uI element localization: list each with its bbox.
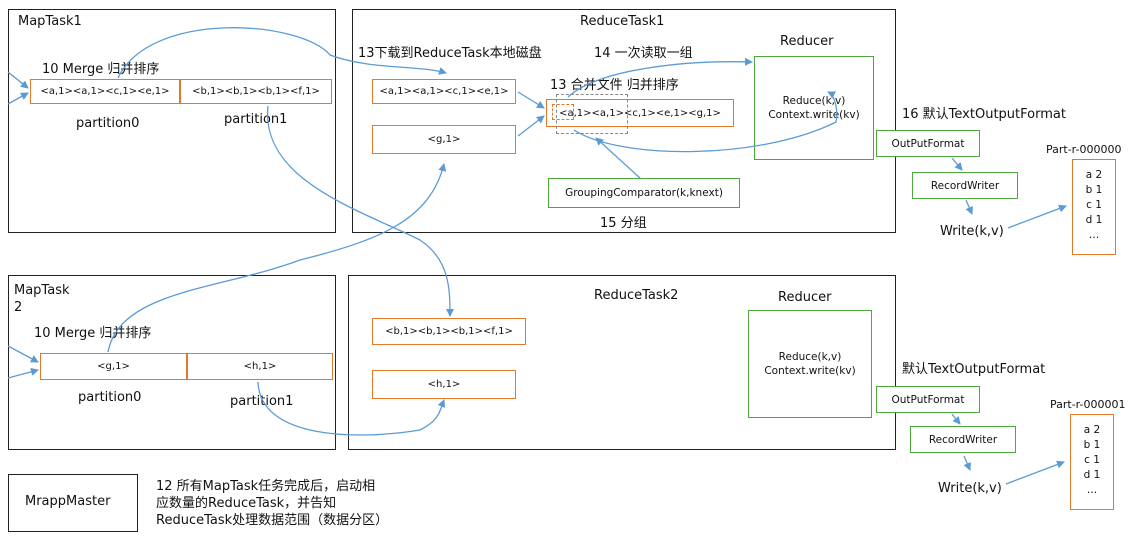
reduce-task1-download-label: 13下载到ReduceTask本地磁盘 <box>358 46 542 61</box>
map-task2-title: MapTask 2 <box>14 283 70 315</box>
map-task1-panel <box>8 9 336 233</box>
output1-file-line: c 1 <box>1086 199 1102 211</box>
arrow-recordwriter-to-write <box>965 199 973 215</box>
mrapp-master-note: 12 所有MapTask任务完成后，启动相 应数量的ReduceTask，并告知… <box>156 479 389 528</box>
reduce-task1-box2: <g,1> <box>372 125 516 154</box>
reduce-task2-box1: <b,1><b,1><b,1><f,1> <box>372 318 526 345</box>
output2-format-label: 默认TextOutputFormat <box>902 362 1046 377</box>
arrow-recordwriter2-to-write <box>963 455 971 471</box>
reduce-task1-merged-box: <a,1><a,1><c,1><e,1><g,1> <box>546 99 734 127</box>
output2-file-line: a 2 <box>1083 424 1101 436</box>
mrapp-master-title: MrappMaster <box>25 494 111 509</box>
grouping-label: 15 分组 <box>600 216 647 231</box>
arrow-merged-to-reducer <box>567 57 753 98</box>
output2-outputformat-box: OutPutFormat <box>876 386 980 413</box>
arrow-map2-input <box>7 345 39 363</box>
output1-recordwriter-box: RecordWriter <box>912 172 1018 199</box>
map-task2-partition0-label: partition0 <box>78 390 142 405</box>
output2-file-line: b 1 <box>1083 439 1101 451</box>
map-task1-partition0-label: partition0 <box>76 116 140 131</box>
reducer2-box: Reduce(k,v) Context.write(kv) <box>748 310 872 418</box>
arrow-outputformat-to-recordwriter <box>951 157 963 171</box>
output1-file-line: b 1 <box>1085 184 1103 196</box>
reduce-task2-box2: <h,1> <box>372 370 516 399</box>
map-task1-merge-label: 10 Merge 归并排序 <box>42 62 160 77</box>
output2-file-line: c 1 <box>1084 454 1100 466</box>
arrow-grouping-to-merged <box>595 137 641 179</box>
arrow-write-to-file1 <box>1007 204 1067 229</box>
arrow-reduce1-box1-to-merged <box>517 91 545 109</box>
output1-file-line: … <box>1088 229 1100 241</box>
reduce-task1-box1: <a,1><a,1><c,1><e,1> <box>372 79 516 104</box>
map-task2-partition1-label: partition1 <box>230 394 294 409</box>
mrapp-master-panel <box>8 474 138 532</box>
output2-write-label: Write(k,v) <box>938 481 1002 496</box>
reduce-task2-title: ReduceTask2 <box>594 288 679 303</box>
arrow-write-to-file2 <box>1005 460 1065 485</box>
arrow-map2-to-reduce2 <box>257 381 446 436</box>
output1-file-box: a 2 b 1 c 1 d 1 … <box>1072 159 1116 255</box>
map-task2-partition1-box: <h,1> <box>187 353 333 380</box>
arrow-map1-input <box>7 71 29 89</box>
output1-file-line: a 2 <box>1085 169 1103 181</box>
map-task1-partition0-box: <a,1><a,1><c,1><e,1> <box>30 79 180 104</box>
map-task1-partition1-label: partition1 <box>224 112 288 127</box>
reduce-task1-title: ReduceTask1 <box>580 14 665 29</box>
output2-file-line: … <box>1086 484 1098 496</box>
reduce-task1-merge-files-label: 13 合并文件 归并排序 <box>550 78 679 93</box>
output2-file-line: d 1 <box>1083 469 1101 481</box>
arrow-map2-to-reduce1 <box>107 163 447 353</box>
reduce-task1-key-highlight <box>552 104 574 120</box>
output2-file-name: Part-r-000001 <box>1050 398 1126 411</box>
arrow-reduce1-box2-to-merged <box>517 115 545 137</box>
arrow-map1-to-reduce2 <box>267 105 454 317</box>
output2-file-box: a 2 b 1 c 1 d 1 … <box>1070 414 1114 510</box>
output1-outputformat-box: OutPutFormat <box>876 130 980 157</box>
arrow-map2-input-2 <box>7 367 39 379</box>
reduce-task1-group-highlight <box>556 94 628 134</box>
arrow-map1-to-reduce1 <box>117 27 447 79</box>
grouping-comparator-box: GroupingComparator(k,knext) <box>548 178 740 208</box>
output1-file-name: Part-r-000000 <box>1046 143 1122 156</box>
reduce-task1-read-group-label: 14 一次读取一组 <box>594 46 693 61</box>
output2-recordwriter-box: RecordWriter <box>910 426 1016 453</box>
arrow-map1-input-2 <box>7 92 29 105</box>
map-task1-partition1-box: <b,1><b,1><b,1><f,1> <box>180 79 332 104</box>
output1-file-line: d 1 <box>1085 214 1103 226</box>
output1-write-label: Write(k,v) <box>940 224 1004 239</box>
map-task1-title: MapTask1 <box>18 14 82 29</box>
map-task2-merge-label: 10 Merge 归并排序 <box>34 326 152 341</box>
map-task2-partition0-box: <g,1> <box>40 353 187 380</box>
output1-format-label: 16 默认TextOutputFormat <box>902 107 1066 122</box>
reducer2-title: Reducer <box>778 290 832 305</box>
reducer1-title: Reducer <box>780 34 834 49</box>
arrow-outputformat2-to-recordwriter <box>951 413 961 425</box>
arrow-reducer-loop <box>573 91 838 153</box>
